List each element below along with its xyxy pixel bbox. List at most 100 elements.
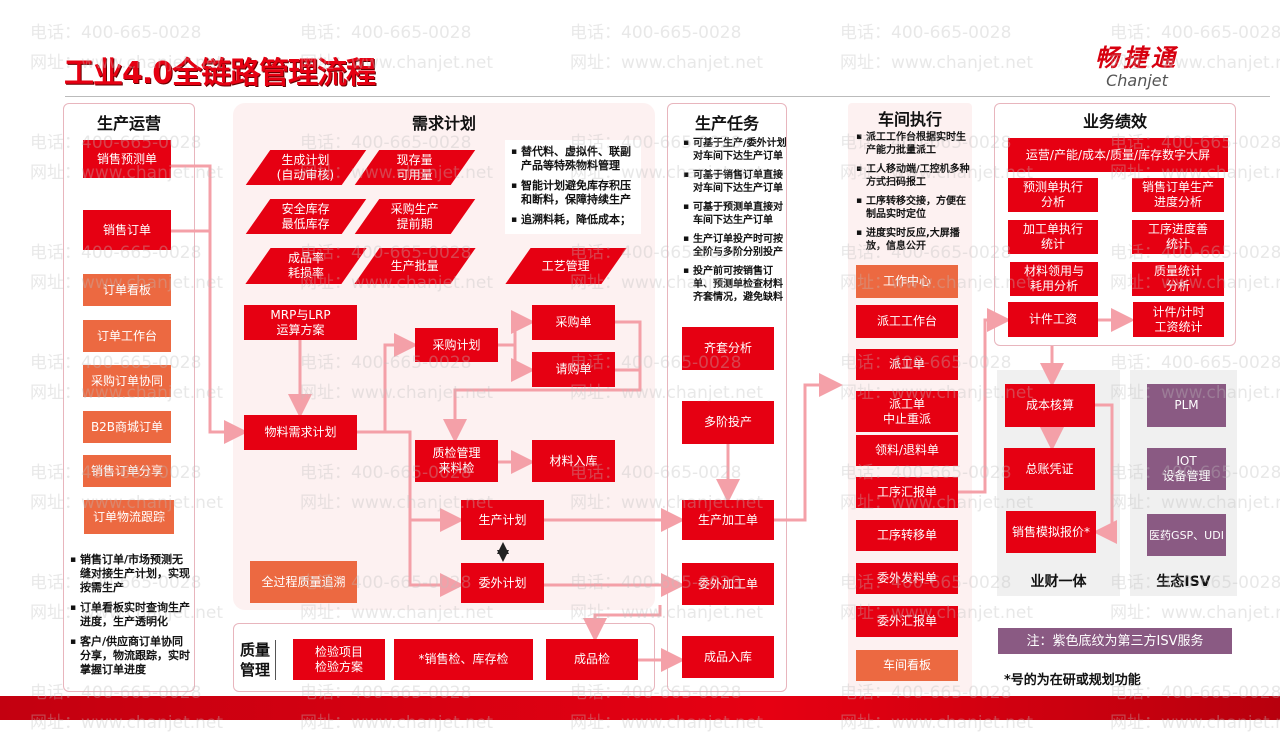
param-label: 现存量 可用量 <box>396 152 433 182</box>
quality-stats-box[interactable]: 质量统计 分析 <box>1132 262 1224 296</box>
workshop-title: 车间执行 <box>877 110 942 129</box>
demand-plan-title: 需求计划 <box>411 114 476 133</box>
b2b-order-box[interactable]: B2B商城订单 <box>83 411 171 443</box>
purchase-plan-box[interactable]: 采购计划 <box>415 328 498 362</box>
process-transfer-box[interactable]: 工序转移单 <box>856 520 958 551</box>
bullet: 生产订单投产时可按全阶与多阶分别投产 <box>683 233 787 259</box>
wage-stats-box[interactable]: 计件/计时 工资统计 <box>1133 302 1224 337</box>
watermark-text: 电话：400-665-0028 <box>570 23 742 43</box>
bullet: 投产前可按销售订单、预测单检查材料齐套情况，避免缺料 <box>683 265 787 304</box>
production-task-title: 生产任务 <box>694 114 759 133</box>
watermark-text: 电话：400-665-0028 <box>30 23 202 43</box>
param-label: 采购生产 提前期 <box>390 201 439 231</box>
multi-level-box[interactable]: 多阶投产 <box>682 401 774 444</box>
bullet: 进度实时反应,大屏播放，信息公开 <box>856 227 970 253</box>
order-workbench-box[interactable]: 订单工作台 <box>83 320 171 352</box>
outsource-plan-box[interactable]: 委外计划 <box>461 563 544 603</box>
forecast-analysis-box[interactable]: 预测单执行 分析 <box>1008 178 1098 212</box>
purchase-collab-box[interactable]: 采购订单协同 <box>83 365 171 397</box>
order-logistics-box[interactable]: 订单物流跟踪 <box>84 500 174 534</box>
material-in-box[interactable]: 材料入库 <box>532 440 615 482</box>
material-usage-box[interactable]: 材料领用与 耗用分析 <box>1010 262 1098 296</box>
param-label: 生产批量 <box>390 258 439 273</box>
bullet: 派工工作台根据实时生产能力批量派工 <box>856 131 970 157</box>
star-note: *号的为在研或规划功能 <box>1004 673 1141 688</box>
demand-plan-bullets: 替代料、虚拟件、联副产品等特殊物料管理 智能计划避免库存积压和断料，保障持续生产… <box>505 140 641 234</box>
page-title: 工业4.0全链路管理流程 <box>64 56 376 91</box>
workshop-board-box[interactable]: 车间看板 <box>856 650 958 681</box>
bullet: 可基于预测单直接对车间下达生产订单 <box>683 201 787 227</box>
iot-box[interactable]: IOT 设备管理 <box>1147 448 1226 490</box>
watermark-text: 网址：www.chanjet.net <box>1110 603 1280 623</box>
outsource-issue-box[interactable]: 委外发料单 <box>856 563 958 594</box>
production-ops-title: 生产运营 <box>96 114 161 133</box>
sales-forecast-box[interactable]: 销售预测单 <box>83 140 171 178</box>
watermark-text: 电话：400-665-0028 <box>840 23 1012 43</box>
bullet: 销售订单/市场预测无缝对接生产计划，实现按需生产 <box>70 553 192 595</box>
gsp-udi-box[interactable]: 医药GSP、UDI <box>1147 514 1226 556</box>
bullet: 可基于生产/委外计划对车间下达生产订单 <box>683 137 787 163</box>
bullet: 追溯料耗，降低成本； <box>511 213 637 227</box>
order-board-box[interactable]: 订单看板 <box>83 274 171 306</box>
finance-title: 业财一体 <box>1030 574 1087 590</box>
purchase-order-box[interactable]: 采购单 <box>532 305 615 340</box>
isv-title: 生态ISV <box>1156 574 1211 590</box>
bottom-bar <box>0 696 1280 720</box>
header-divider <box>65 96 1270 97</box>
chanjet-logo: 畅捷通 Chanjet <box>1095 38 1179 90</box>
dispatch-order-box[interactable]: 派工单 <box>856 349 958 380</box>
param-label: 成品率 耗损率 <box>287 251 324 280</box>
dashboard-box[interactable]: 运营/产能/成本/质量/库存数字大屏 <box>1008 138 1228 172</box>
isv-note: 注：紫色底纹为第三方ISV服务 <box>998 628 1232 654</box>
quality-title: 质量 管理 <box>240 640 276 680</box>
bullet: 智能计划避免库存积压和断料，保障持续生产 <box>511 179 637 207</box>
bullet: 可基于销售订单直接对车间下达生产订单 <box>683 169 787 195</box>
material-issue-box[interactable]: 领料/退料单 <box>856 435 958 466</box>
production-plan-box[interactable]: 生产计划 <box>461 500 544 540</box>
process-progress-box[interactable]: 工序进度善 统计 <box>1132 220 1224 254</box>
finished-in-box[interactable]: 成品入库 <box>682 636 774 678</box>
bullet: 工序转移交接，方便在制品实时定位 <box>856 195 970 221</box>
production-order-box[interactable]: 生产加工单 <box>682 500 774 540</box>
dispatch-workbench-box[interactable]: 派工工作台 <box>856 305 958 338</box>
workshop-bullets: 派工工作台根据实时生产能力批量派工 工人移动端/工控机多种方式扫码报工 工序转移… <box>856 131 970 259</box>
sales-quote-box[interactable]: 销售模拟报价* <box>1006 511 1096 553</box>
watermark-text: 电话：400-665-0028 <box>300 23 472 43</box>
param-label: 安全库存 最低库存 <box>281 201 330 231</box>
incoming-qc-box[interactable]: 质检管理 来料检 <box>415 440 498 482</box>
order-progress-box[interactable]: 销售订单生产 进度分析 <box>1132 178 1224 212</box>
bullet: 客户/供应商订单协同分享，物流跟踪，实时掌握订单进度 <box>70 635 192 677</box>
sales-order-box[interactable]: 销售订单 <box>83 210 171 250</box>
mrp-lrp-box[interactable]: MRP与LRP 运算方案 <box>244 305 357 340</box>
watermark-text: 网址：www.chanjet.net <box>570 53 764 73</box>
process-report-box[interactable]: 工序汇报单 <box>856 477 958 508</box>
piece-wage-box[interactable]: 计件工资 <box>1008 302 1098 337</box>
requisition-box[interactable]: 请购单 <box>532 352 615 387</box>
logo-en: Chanjet <box>1106 71 1168 90</box>
bullet: 工人移动端/工控机多种方式扫码报工 <box>856 163 970 189</box>
param-label: 生成计划 (自动审核) <box>277 152 335 182</box>
finished-check-box[interactable]: 成品检 <box>546 639 638 680</box>
quality-trace-box[interactable]: 全过程质量追溯 <box>250 561 357 603</box>
ledger-voucher-box[interactable]: 总账凭证 <box>1004 448 1095 490</box>
production-task-bullets: 可基于生产/委外计划对车间下达生产订单 可基于销售订单直接对车间下达生产订单 可… <box>683 137 787 310</box>
work-order-stats-box[interactable]: 加工单执行 统计 <box>1008 220 1098 254</box>
dispatch-redo-box[interactable]: 派工单 中止重派 <box>856 391 958 432</box>
inspection-plan-box[interactable]: 检验项目 检验方案 <box>293 639 385 680</box>
production-ops-bullets: 销售订单/市场预测无缝对接生产计划，实现按需生产 订单看板实时查询生产进度，生产… <box>70 553 192 683</box>
watermark-text: 网址：www.chanjet.net <box>840 53 1034 73</box>
outsource-order-box[interactable]: 委外加工单 <box>682 563 774 605</box>
work-center-box[interactable]: 工作中心 <box>856 265 958 298</box>
performance-title: 业务绩效 <box>1082 112 1147 131</box>
material-plan-box[interactable]: 物料需求计划 <box>244 415 357 450</box>
logo-cn: 畅捷通 <box>1095 44 1179 72</box>
sales-stock-check-box[interactable]: *销售检、库存检 <box>394 639 533 680</box>
bullet: 订单看板实时查询生产进度，生产透明化 <box>70 601 192 629</box>
cost-accounting-box[interactable]: 成本核算 <box>1005 384 1095 427</box>
order-share-box[interactable]: 销售订单分享 <box>83 455 171 487</box>
plm-box[interactable]: PLM <box>1147 384 1226 427</box>
bullet: 替代料、虚拟件、联副产品等特殊物料管理 <box>511 145 637 173</box>
outsource-report-box[interactable]: 委外汇报单 <box>856 606 958 637</box>
kitting-analysis-box[interactable]: 齐套分析 <box>682 327 774 370</box>
param-label: 工艺管理 <box>541 258 590 273</box>
